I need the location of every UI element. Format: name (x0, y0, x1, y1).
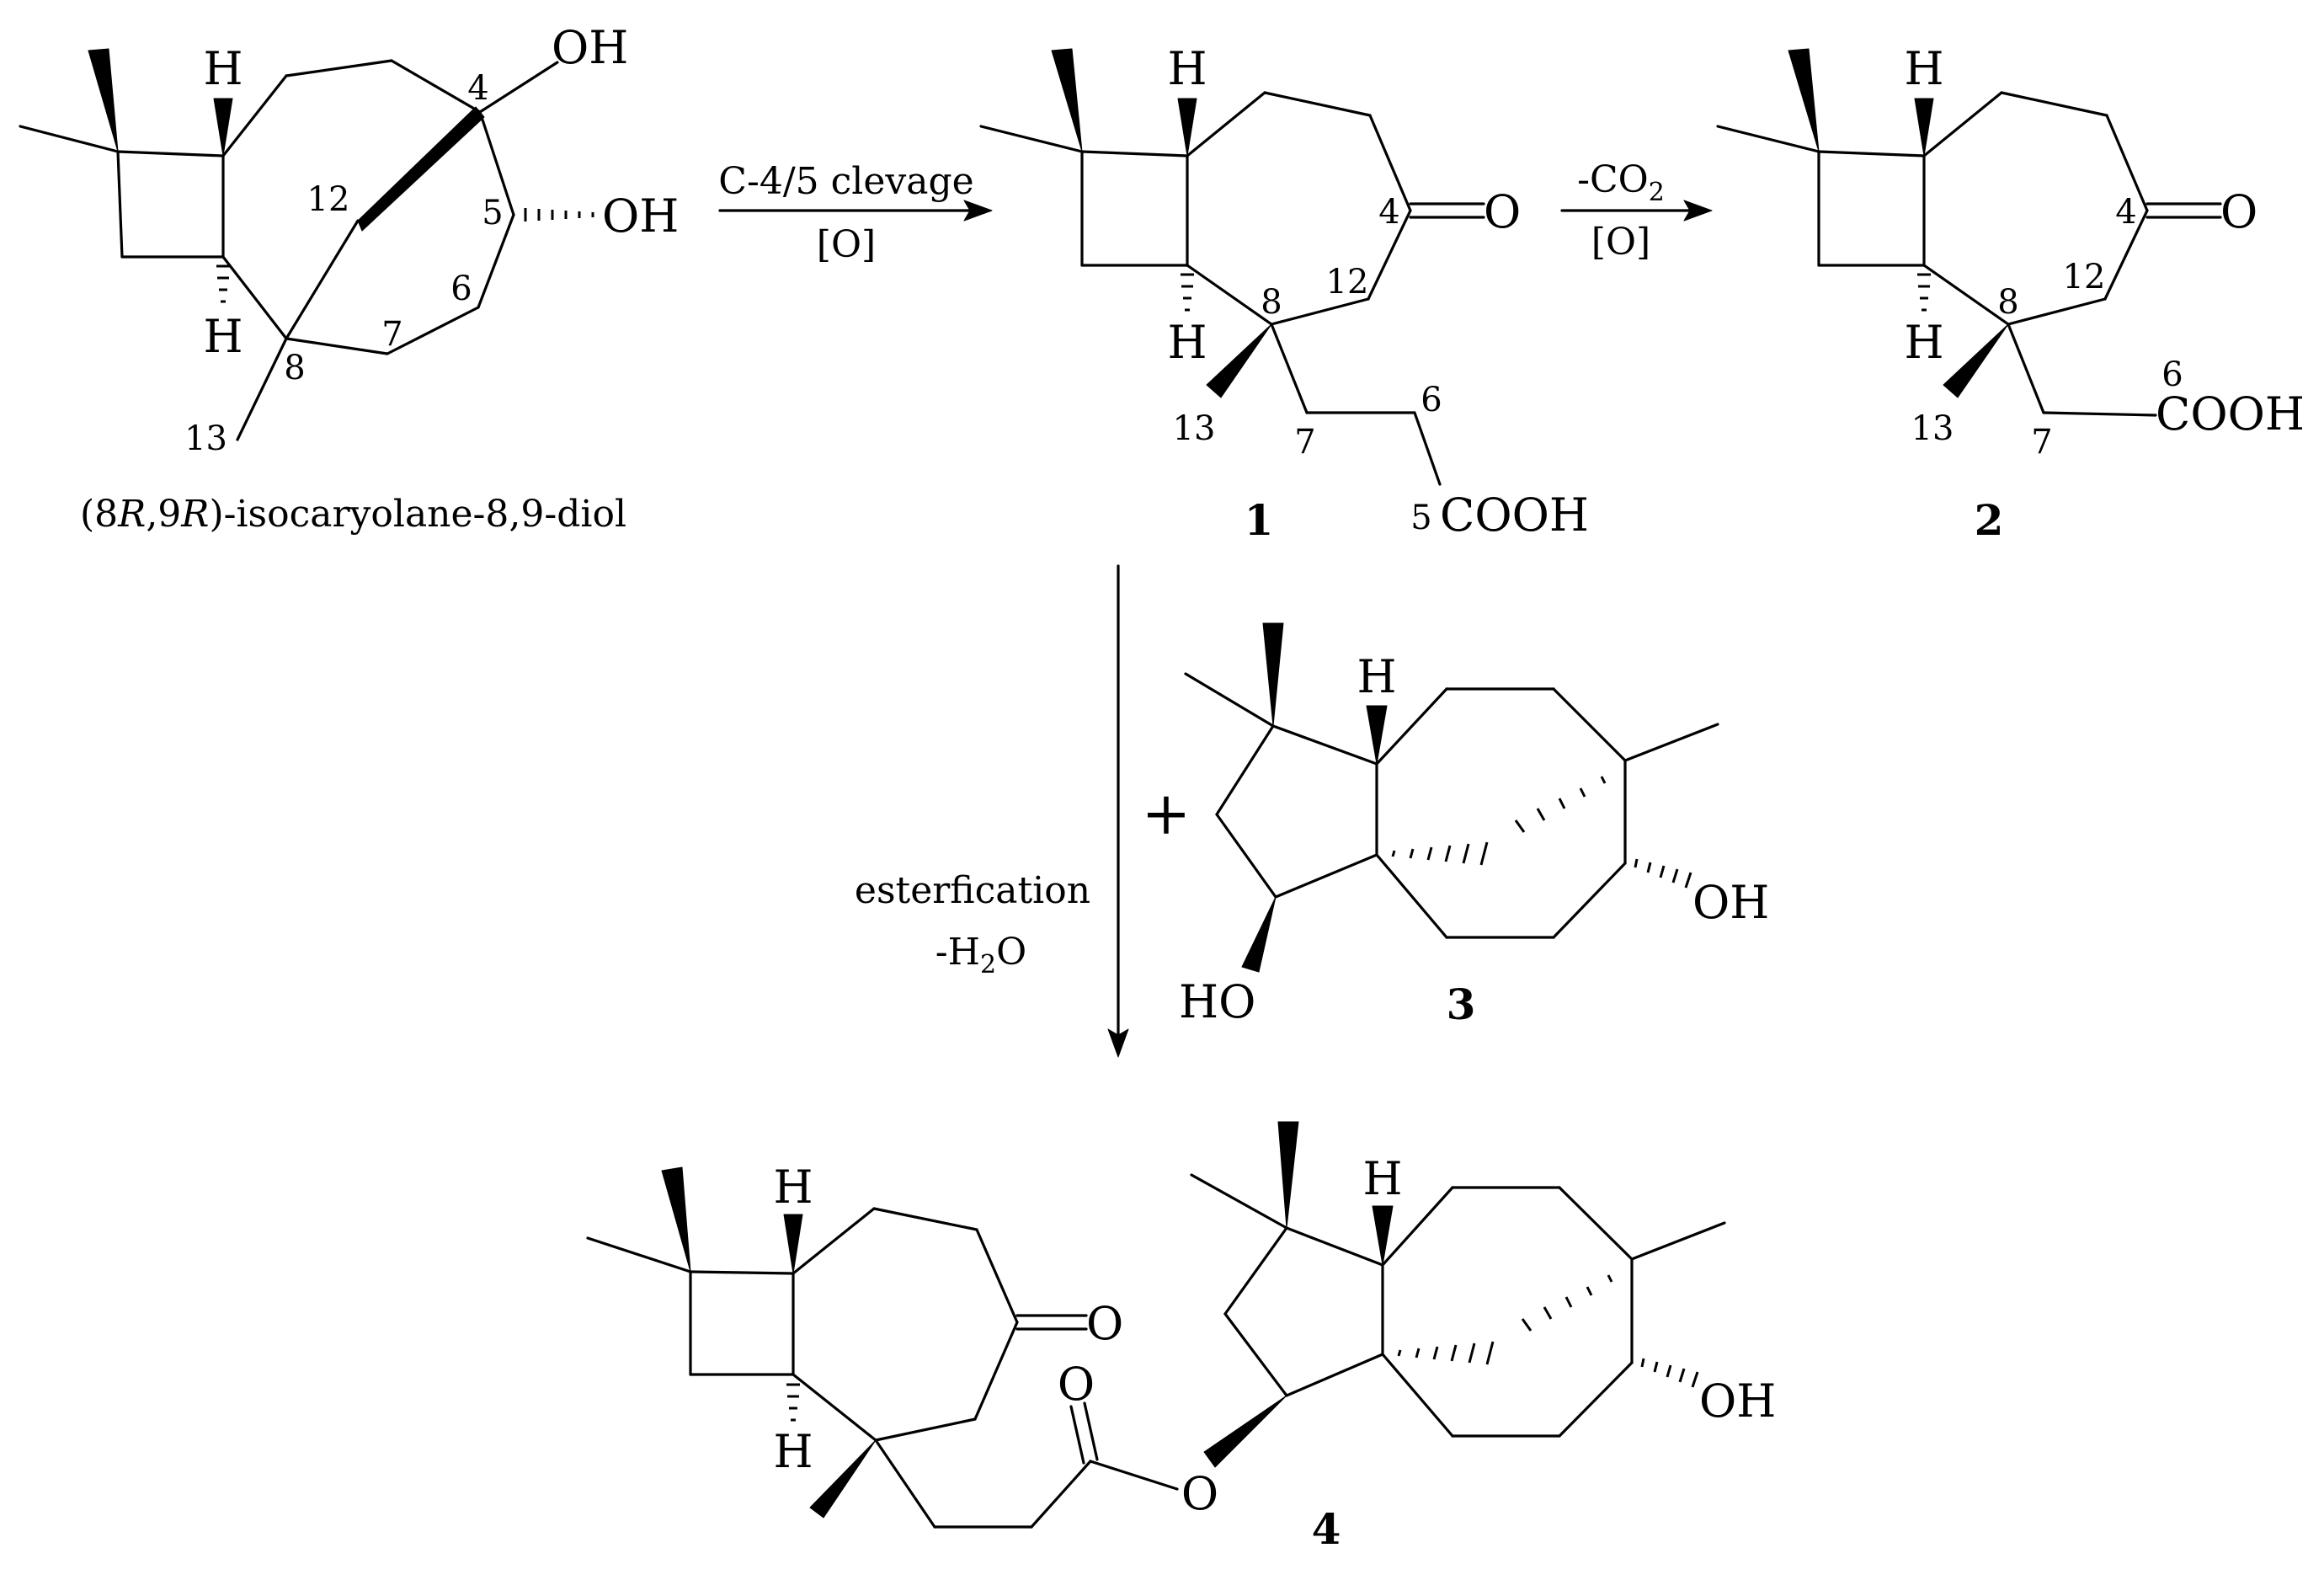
compound-3-structure: H OH HO 3 (1179, 622, 1769, 1029)
compound-4-wedges (661, 1121, 1394, 1519)
reactant-h-bottom: H (203, 310, 243, 363)
compound-4-oh: OH (1699, 1374, 1776, 1428)
arrow-step-3: esterfication -H2O (855, 564, 1129, 1058)
compound-2-label: 2 (1975, 495, 2004, 545)
compound-1-locant-6: 6 (1421, 381, 1442, 419)
compound-4-carbonyl-o: O (1058, 1358, 1095, 1411)
compound-1-wedges (1051, 48, 1272, 398)
reactant-locant-5: 5 (482, 194, 503, 232)
reactant-locant-4: 4 (467, 69, 488, 108)
compound-2-locant-7: 7 (2031, 423, 2052, 462)
reactant-locant-8: 8 (284, 349, 305, 387)
compound-2-locant-12: 12 (2063, 258, 2106, 296)
compound-3-wedges (1241, 622, 1388, 973)
compound-2-keto-o: O (2220, 185, 2257, 238)
compound-3-oh: OH (1692, 876, 1769, 929)
reactant-locant-12: 12 (307, 180, 350, 219)
compound-3-ho: HO (1179, 975, 1255, 1028)
step3-reagent-bottom: -H2O (935, 931, 1026, 979)
reactant-hashes (216, 208, 594, 303)
compound-1-bonds (979, 91, 1485, 486)
reactant-name: (8R,9R)-isocaryolane-8,9-diol (80, 493, 626, 536)
compound-2-locant-8: 8 (1997, 283, 2018, 322)
compound-1-h-bottom: H (1167, 316, 1207, 369)
compound-1-locant-12: 12 (1326, 263, 1369, 302)
reactant-oh-c5: OH (602, 189, 679, 243)
compound-2-wedges (1788, 48, 2009, 398)
reactant-locant-13: 13 (184, 419, 227, 458)
compound-1-locant-13: 13 (1173, 409, 1216, 448)
compound-1-locant-5: 5 (1410, 499, 1431, 537)
compound-3-label: 3 (1447, 979, 1476, 1029)
compound-2-cooh: COOH (2156, 387, 2305, 440)
compound-2-locant-13: 13 (1911, 409, 1954, 448)
reactant-wedges (88, 48, 485, 232)
compound-4-h-bottom: H (773, 1425, 813, 1478)
compound-3-bonds (1184, 672, 1719, 939)
compound-4-h-top: H (773, 1161, 813, 1214)
compound-2-locant-6: 6 (2161, 355, 2183, 394)
step2-reagent-bottom: [O] (1591, 221, 1650, 264)
compound-4-keto-o: O (1086, 1297, 1123, 1350)
compound-1-locant-4: 4 (1378, 193, 1399, 232)
step1-reagent-bottom: [O] (817, 223, 876, 266)
compound-1-label: 1 (1245, 495, 1274, 545)
compound-2-locant-4: 4 (2115, 193, 2136, 232)
step3-reagent-top: esterfication (855, 869, 1090, 912)
compound-4-bonds (586, 1173, 1726, 1529)
step1-reagent-top: C-4/5 clevage (718, 160, 973, 203)
compound-1-locant-7: 7 (1294, 423, 1315, 462)
compound-1-cooh: COOH (1440, 488, 1589, 542)
plus-sign: + (1142, 779, 1191, 848)
compound-1-hashes (1181, 273, 1194, 312)
compound-3-h: H (1357, 650, 1396, 703)
compound-4-ester-o: O (1181, 1467, 1218, 1520)
compound-1-h-top: H (1167, 42, 1207, 95)
compound-1-locant-8: 8 (1261, 283, 1282, 322)
compound-2-h-bottom: H (1904, 316, 1943, 369)
compound-4-hashes (786, 1274, 1699, 1422)
compound-2-bonds (1716, 91, 2222, 417)
reactant-locant-7: 7 (381, 315, 402, 354)
reactant-oh-c4: OH (552, 21, 628, 74)
compound-2-structure: H H O COOH 4 6 7 8 12 13 2 (1716, 42, 2305, 545)
reactant-locant-6: 6 (450, 270, 472, 308)
compound-1-keto-o: O (1484, 185, 1521, 238)
step2-reagent-top: -CO2 (1577, 158, 1665, 207)
compound-4-structure: H H O O O H OH 4 (586, 1121, 1776, 1554)
compound-2-h-top: H (1904, 42, 1943, 95)
reactant-structure: H H OH OH 4 5 6 7 8 12 13 (8R,9R)-isocar… (19, 21, 679, 536)
arrow-step-1: C-4/5 clevage [O] (718, 160, 993, 266)
reactant-h-top: H (203, 42, 243, 95)
compound-3-hashes (1391, 776, 1692, 889)
compound-4-h-right: H (1362, 1152, 1402, 1205)
compound-4-label: 4 (1312, 1504, 1341, 1554)
arrow-step-2: -CO2 [O] (1560, 158, 1713, 264)
compound-2-hashes (1917, 273, 1931, 312)
reactant-bonds (19, 59, 559, 441)
compound-1-structure: H H O COOH 4 5 6 7 8 12 13 1 (979, 42, 1589, 545)
